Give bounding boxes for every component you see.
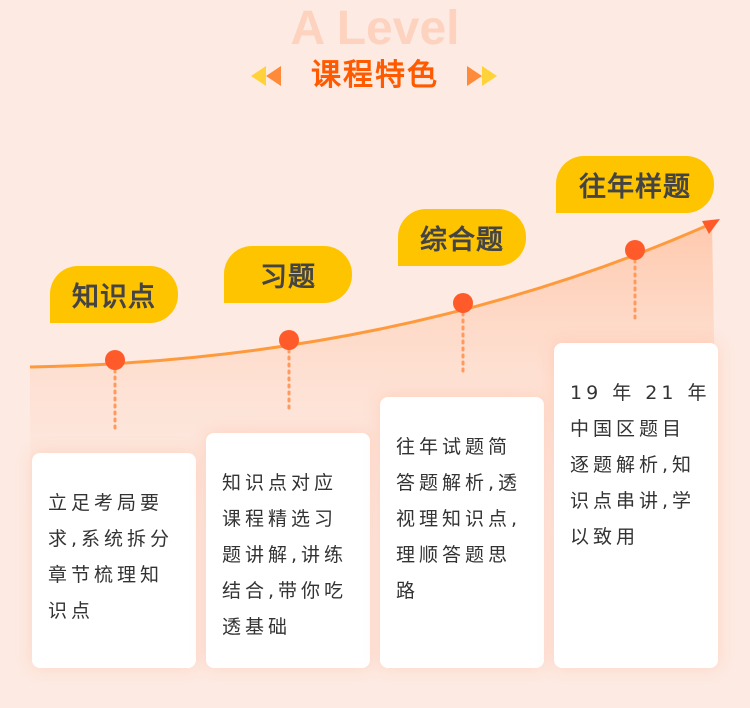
stage-card-past-papers: 19 年 21 年中国区题目逐题解析,知识点串讲,学以致用 <box>554 343 718 668</box>
milestone-dot <box>279 330 299 350</box>
card-line: 路 <box>396 580 420 602</box>
card-line: 知识点对应 <box>222 472 338 494</box>
stage-tag-past-papers: 往年样题 <box>556 156 714 213</box>
card-line: 透基础 <box>222 616 292 638</box>
card-line: 识点串讲,学 <box>570 490 696 512</box>
milestone-dot <box>453 293 473 313</box>
card-line: 题讲解,讲练 <box>222 544 348 566</box>
card-line: 中国区题目 <box>570 418 686 440</box>
card-line: 课程精选习 <box>222 508 338 530</box>
card-line: 识点 <box>48 600 95 622</box>
stage-tag-comprehensive: 综合题 <box>398 209 526 266</box>
watermark-text: A Level <box>290 2 460 55</box>
card-line: 结合,带你吃 <box>222 580 348 602</box>
card-line: 理顺答题思 <box>396 544 512 566</box>
arrow-head-icon <box>702 219 720 234</box>
milestone-dot <box>105 350 125 370</box>
milestone-dot <box>625 240 645 260</box>
stage-tag-knowledge: 知识点 <box>50 266 178 323</box>
card-line: 求,系统拆分 <box>48 528 174 550</box>
card-line: 视理知识点, <box>396 508 522 530</box>
stage-card-exercises: 知识点对应课程精选习题讲解,讲练结合,带你吃透基础 <box>206 433 370 668</box>
stage-card-knowledge: 立足考局要求,系统拆分章节梳理知识点 <box>32 453 196 668</box>
card-line: 逐题解析,知 <box>570 454 696 476</box>
stage-card-comprehensive: 往年试题简答题解析,透视理知识点, 理顺答题思路 <box>380 397 544 668</box>
card-line: 往年试题简 <box>396 436 512 458</box>
card-line: 以致用 <box>570 526 640 548</box>
stage-tag-exercises: 习题 <box>224 246 352 303</box>
card-line: 答题解析,透 <box>396 472 522 494</box>
card-line: 立足考局要 <box>48 492 164 514</box>
curve-line <box>29 224 707 369</box>
card-line: 19 年 21 年 <box>570 382 711 404</box>
card-line: 章节梳理知 <box>48 564 164 586</box>
section-title: 课程特色 <box>311 58 439 93</box>
